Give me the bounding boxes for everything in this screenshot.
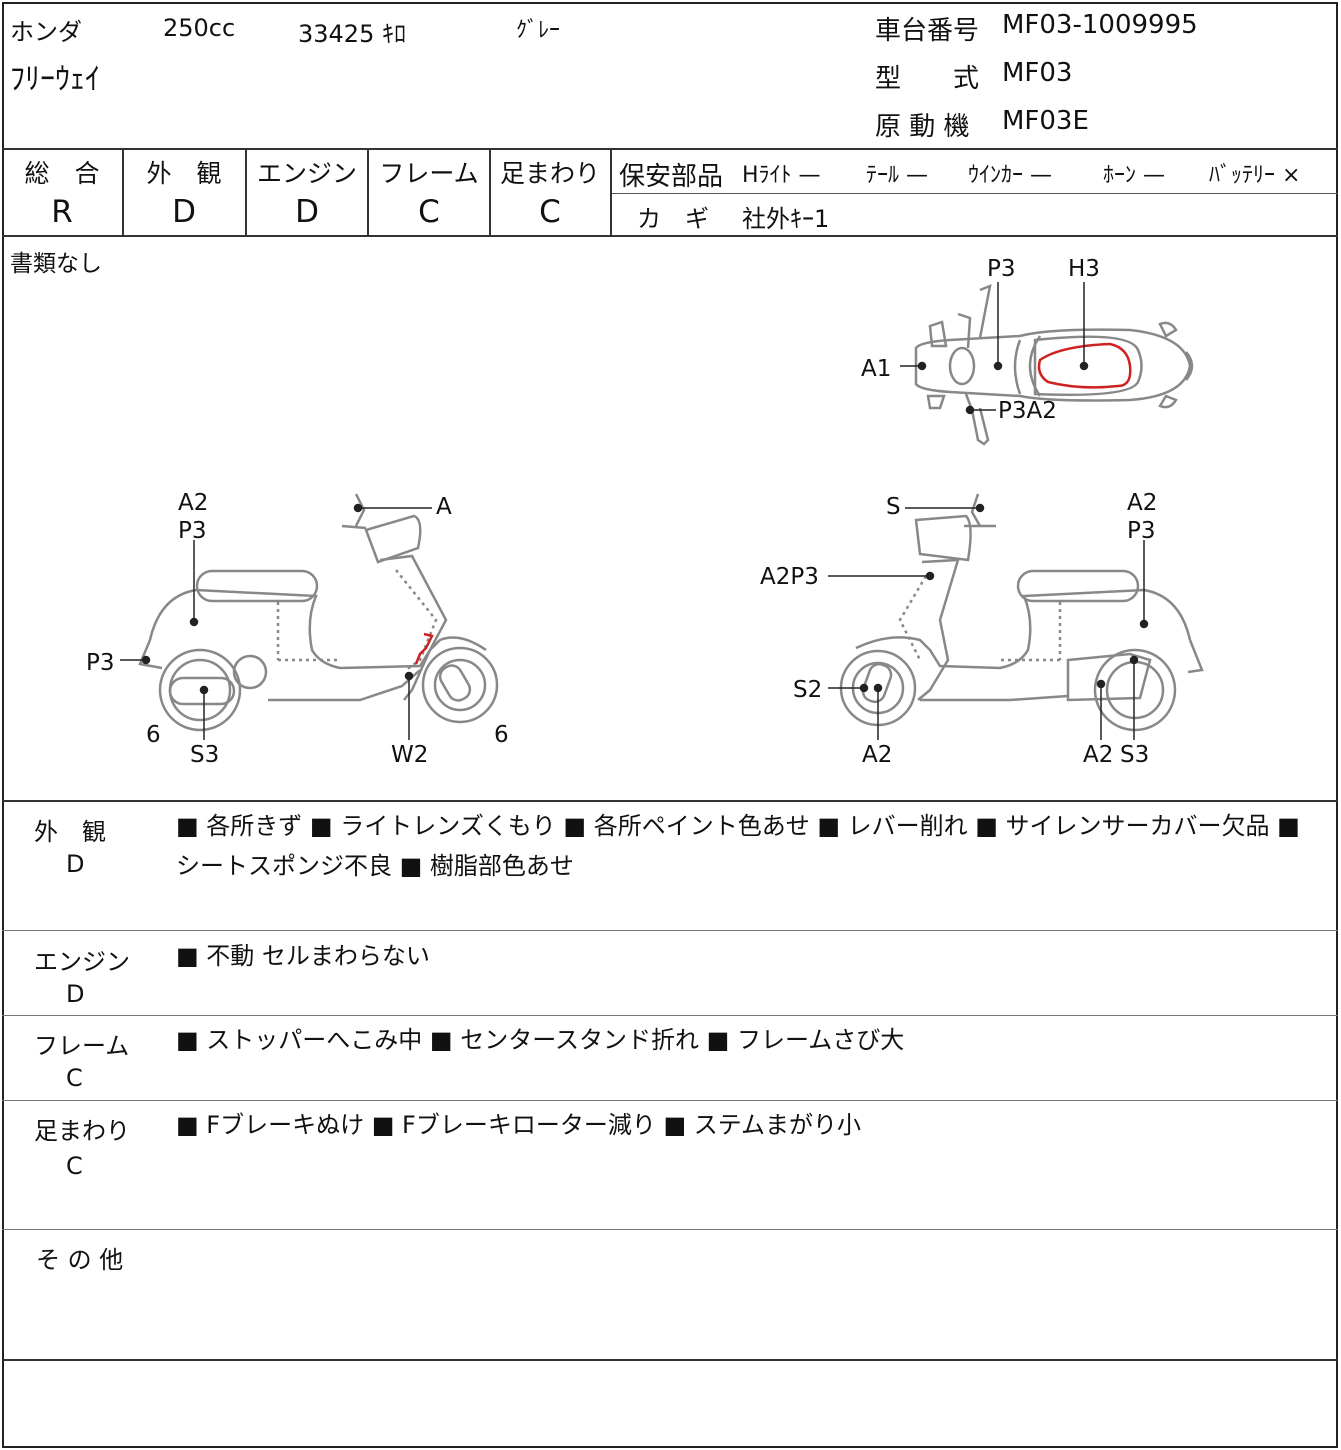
divider <box>2 1100 1338 1101</box>
divider <box>2 1229 1338 1230</box>
left-label-tire-rear: 6 <box>146 722 161 748</box>
divider <box>2 235 1338 237</box>
section-exterior-line: シートスポンジ不良 ■ 樹脂部色あせ <box>176 852 574 880</box>
key-label: カ ギ <box>637 205 709 233</box>
right-label-a2-rear: A2 <box>1083 742 1113 768</box>
right-label-a2: A2 <box>1127 490 1157 516</box>
safety-item-battery: ﾊﾞｯﾃﾘｰ × <box>1209 163 1301 188</box>
right-label-s: S <box>886 494 901 520</box>
section-engine-line: ■ 不動 セルまわらない <box>176 942 430 970</box>
section-frame-grade: C <box>66 1064 83 1092</box>
section-engine-items: ■ 不動 セルまわらない <box>176 936 430 976</box>
divider <box>2 1015 1338 1016</box>
section-suspension-line: ■ Fブレーキぬけ ■ Fブレーキローター減り ■ ステムまがり小 <box>176 1111 862 1139</box>
grade-frame-label: フレーム <box>379 159 479 188</box>
top-label-p3a2: P3A2 <box>998 398 1057 424</box>
divider <box>122 148 124 237</box>
divider <box>2 930 1338 931</box>
safety-item-headlight: Hﾗｲﾄ — <box>742 163 821 188</box>
right-label-a2-front: A2 <box>862 742 892 768</box>
grade-total-value: R <box>51 194 73 230</box>
left-label-a: A <box>436 494 452 520</box>
section-suspension-label: 足まわり <box>34 1117 130 1145</box>
scooter-right-view <box>839 493 1204 732</box>
grade-engine-label: エンジン <box>256 159 357 188</box>
safety-label: 保安部品 <box>619 162 724 192</box>
damage-diagram: P3 H3 A1 P3A2 A2 P3 A P3 6 S3 W2 6 S A2 … <box>86 256 1204 768</box>
engine-value: MF03E <box>1002 106 1089 136</box>
section-other-label: そ の 他 <box>36 1246 124 1274</box>
damage-mark <box>414 632 434 665</box>
safety-item-horn: ﾎｰﾝ — <box>1103 163 1166 188</box>
right-label-s3: S3 <box>1120 742 1149 768</box>
divider <box>2 1359 1338 1361</box>
grade-total-label: 総 合 <box>24 159 100 188</box>
safety-item-winker: ｳｲﾝｶｰ — <box>968 163 1053 188</box>
divider <box>2 148 1338 150</box>
section-frame-line: ■ ストッパーへこみ中 ■ センタースタンド折れ ■ フレームさび大 <box>176 1026 905 1054</box>
grade-frame-value: C <box>418 194 440 230</box>
section-suspension-items: ■ Fブレーキぬけ ■ Fブレーキローター減り ■ ステムまがり小 <box>176 1105 861 1145</box>
divider <box>2 800 1338 802</box>
divider <box>610 148 612 237</box>
section-engine-label: エンジン <box>34 948 130 976</box>
displacement: 250cc <box>163 14 236 42</box>
frame-no: MF03-1009995 <box>1002 10 1198 40</box>
left-label-s3: S3 <box>190 742 219 768</box>
engine-label: 原 動 機 <box>875 112 970 142</box>
frame-no-label: 車台番号 <box>875 16 980 46</box>
section-frame-items: ■ ストッパーへこみ中 ■ センタースタンド折れ ■ フレームさび大 <box>176 1020 904 1060</box>
color: ｸﾞﾚｰ <box>516 18 561 43</box>
left-label-p3-rear: P3 <box>86 650 115 676</box>
damage-mark <box>1037 342 1132 389</box>
section-exterior-line: ■ 各所きず ■ ライトレンズくもり ■ 各所ペイント色あせ ■ レバー削れ ■… <box>176 812 1300 840</box>
type-value: MF03 <box>1002 58 1073 88</box>
safety-item-tail: ﾃｰﾙ — <box>866 163 929 188</box>
left-label-p3: P3 <box>178 518 207 544</box>
model-name: ﾌﾘｰｳｪｲ <box>10 62 100 97</box>
divider <box>612 193 1338 194</box>
divider <box>367 148 369 237</box>
key-value: 社外ｷｰ1 <box>742 205 830 233</box>
section-suspension-grade: C <box>66 1152 83 1180</box>
grade-suspension-label: 足まわり <box>499 159 600 188</box>
right-label-s2: S2 <box>793 677 822 703</box>
mileage: 33425 ｷﾛ <box>298 20 406 48</box>
top-label-p3: P3 <box>987 256 1016 282</box>
left-label-a2: A2 <box>178 490 208 516</box>
divider <box>245 148 247 237</box>
right-label-p3: P3 <box>1127 518 1156 544</box>
top-label-h3: H3 <box>1068 256 1100 282</box>
grade-suspension-value: C <box>539 194 561 230</box>
left-label-w2: W2 <box>391 742 428 768</box>
grade-engine-value: D <box>295 194 319 230</box>
maker: ホンダ <box>10 18 82 46</box>
section-frame-label: フレーム <box>34 1032 130 1060</box>
section-exterior-label: 外 観 <box>34 818 106 846</box>
grade-exterior-label: 外 観 <box>146 159 222 188</box>
section-exterior-items: ■ 各所きず ■ ライトレンズくもり ■ 各所ペイント色あせ ■ レバー削れ ■… <box>176 806 1300 886</box>
type-label: 型 式 <box>875 64 980 94</box>
left-label-tire-front: 6 <box>494 722 509 748</box>
document-note: 書類なし <box>10 251 102 277</box>
top-label-a1: A1 <box>861 356 891 382</box>
right-label-a2p3: A2P3 <box>760 564 819 590</box>
section-engine-grade: D <box>66 980 85 1008</box>
section-exterior-grade: D <box>66 850 85 878</box>
divider <box>489 148 491 237</box>
grade-exterior-value: D <box>172 194 196 230</box>
